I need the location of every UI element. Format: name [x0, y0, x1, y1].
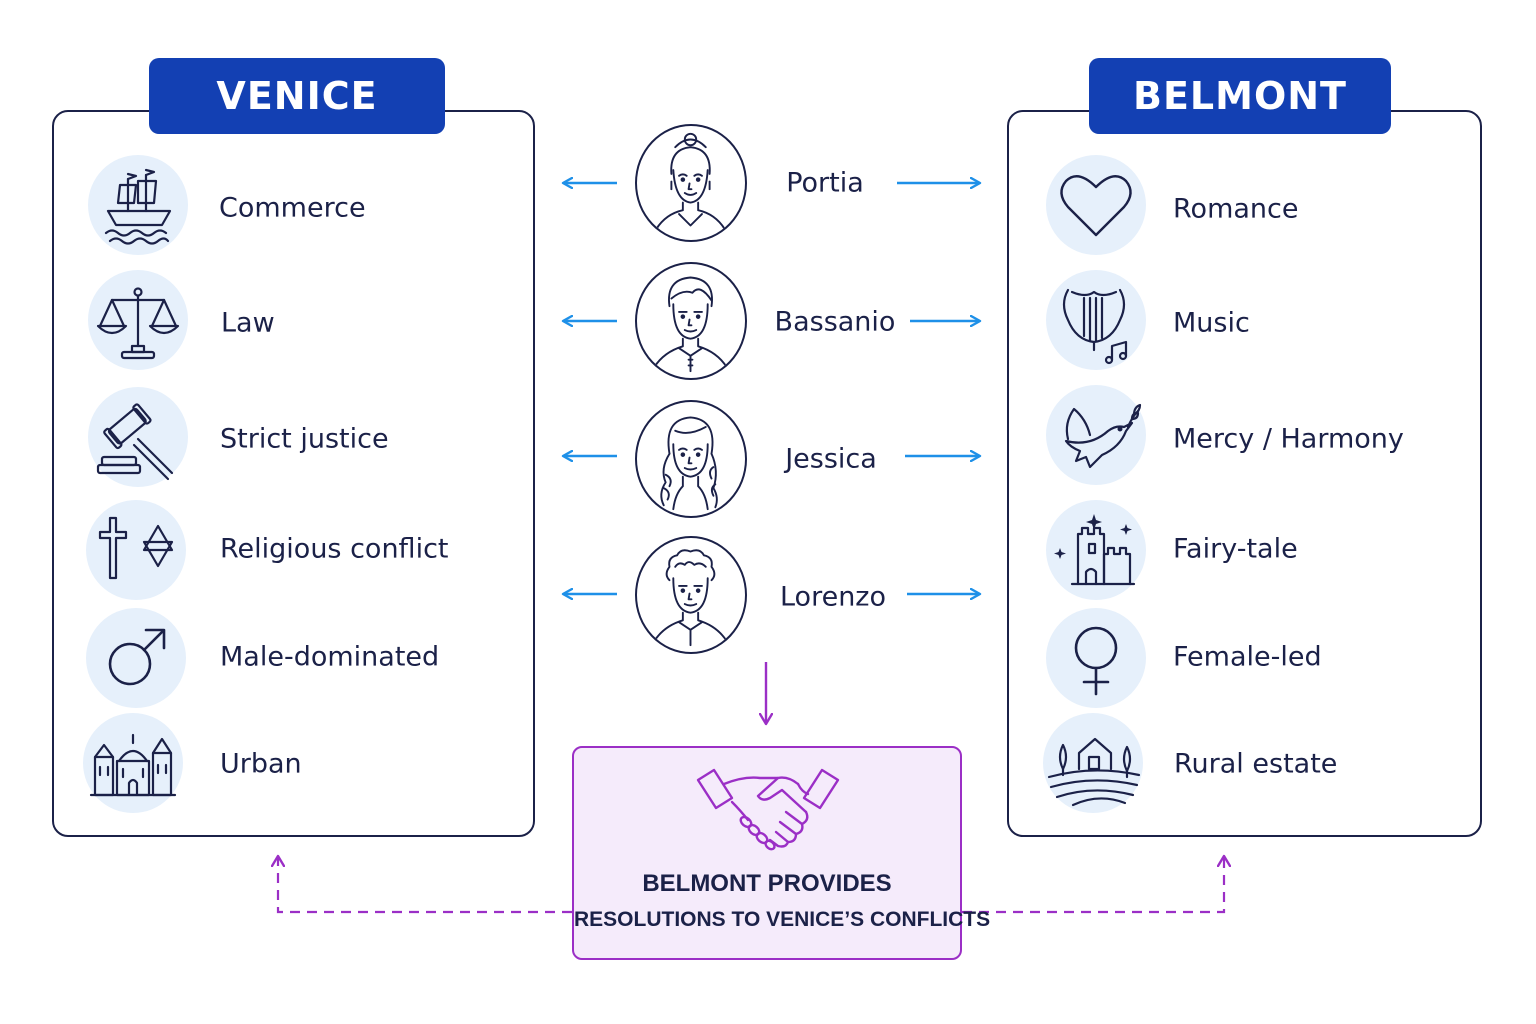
character-name-jessica: Jessica — [785, 443, 877, 475]
venice-item-urban: Urban — [220, 748, 302, 780]
gavel-icon — [88, 387, 188, 487]
female-symbol-icon — [1046, 608, 1146, 708]
venice-item-law: Law — [221, 307, 275, 339]
resolution-box: BELMONT PROVIDES RESOLUTIONS TO VENICE’S… — [572, 746, 991, 960]
belmont-item-rural-estate: Rural estate — [1174, 748, 1338, 780]
woman-portrait-icon — [635, 124, 747, 242]
lyre-icon — [1046, 270, 1146, 370]
belmont-title: BELMONT — [1089, 58, 1391, 134]
belmont-item-mercy-harmony: Mercy / Harmony — [1173, 423, 1404, 455]
heart-icon — [1046, 155, 1146, 255]
belmont-item-music: Music — [1173, 307, 1250, 339]
character-name-lorenzo: Lorenzo — [779, 581, 887, 613]
character-name-portia: Portia — [786, 167, 864, 199]
woman-braid-portrait-icon — [635, 400, 747, 518]
city-buildings-icon — [83, 713, 183, 813]
scales-icon — [88, 270, 188, 370]
handshake-icon — [696, 768, 840, 851]
dove-icon — [1046, 385, 1146, 485]
dashed-arrow-to-belmont — [962, 856, 1224, 914]
dashed-arrow-to-venice — [278, 856, 572, 914]
character-name-bassanio: Bassanio — [774, 306, 896, 338]
farmhouse-icon — [1043, 713, 1143, 813]
venice-item-male-dominated: Male-dominated — [220, 641, 440, 673]
belmont-item-female-led: Female-led — [1173, 641, 1322, 673]
venice-title: VENICE — [149, 58, 445, 134]
venice-item-strict-justice: Strict justice — [220, 423, 389, 455]
belmont-item-romance: Romance — [1173, 193, 1299, 225]
castle-icon — [1046, 500, 1146, 600]
ship-icon — [88, 155, 188, 255]
belmont-item-fairy-tale: Fairy-tale — [1173, 533, 1298, 565]
venice-item-commerce: Commerce — [219, 192, 366, 224]
male-symbol-icon — [86, 608, 186, 708]
venice-item-religious-conflict: Religious conflict — [220, 533, 449, 565]
man-portrait-icon — [635, 262, 747, 380]
resolution-line-1: BELMONT PROVIDES — [642, 870, 892, 897]
cross-star-of-david-icon — [86, 500, 186, 600]
resolution-line-2: RESOLUTIONS TO VENICE’S CONFLICTS — [574, 908, 991, 931]
curly-man-portrait-icon — [635, 536, 747, 654]
